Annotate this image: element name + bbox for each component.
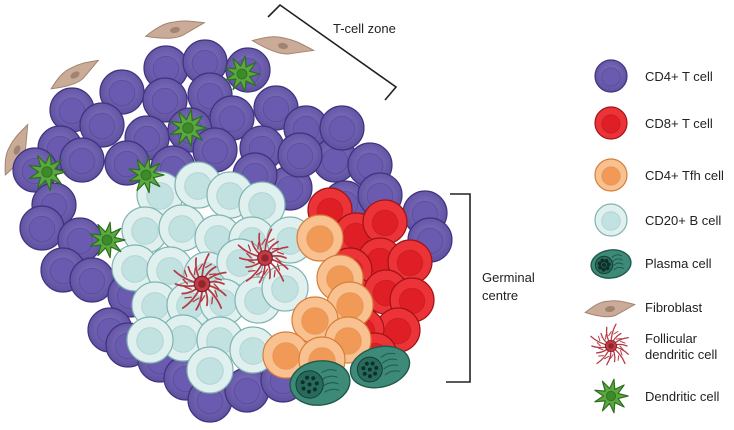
- cd4-t-cell: [59, 137, 105, 183]
- cd4-t-cell: [40, 247, 86, 293]
- plasma-cell: [590, 249, 632, 279]
- dendritic-cell: [594, 378, 629, 414]
- tfh-cell: [594, 158, 628, 192]
- follicular-dendritic-cell: [237, 228, 289, 284]
- cd8-t-cell: [594, 106, 628, 140]
- dendritic-cell: [169, 108, 208, 148]
- follicular-dendritic-layer: [173, 228, 289, 311]
- legend-cd20-b-cell: CD20+ B cell: [645, 213, 721, 228]
- legend-cd4-t-cell: CD4+ T cell: [645, 69, 713, 84]
- fibroblast: [251, 36, 316, 55]
- dendritic-cell-layer: [28, 55, 261, 259]
- dendritic-cell: [89, 221, 126, 259]
- legend-fibroblast: Fibroblast: [645, 300, 702, 315]
- b-cell: [186, 346, 234, 394]
- b-cell: [594, 203, 628, 237]
- cd4-t-cell: [69, 257, 115, 303]
- plasma-cell: [349, 345, 411, 389]
- germinal-centre-label-line2: centre: [482, 288, 518, 303]
- legend-follicular-line2: dendritic cell: [645, 347, 717, 362]
- legend-icons: [584, 59, 636, 414]
- follicular-dendritic-cell: [173, 253, 227, 311]
- dendritic-cell: [128, 156, 165, 194]
- legend: CD4+ T cell CD8+ T cell CD4+ Tfh cell CD…: [584, 59, 724, 414]
- fibroblast: [50, 59, 100, 90]
- legend-plasma-cell: Plasma cell: [645, 256, 712, 271]
- t-cell-zone-label: T-cell zone: [333, 21, 396, 36]
- cd4-t-cell: [277, 132, 323, 178]
- tfh-cell: [326, 281, 374, 329]
- tfh-cell: [262, 331, 310, 379]
- b-cell: [146, 246, 194, 294]
- plasma-cell-layer: [289, 345, 411, 406]
- cd4-t-cell: [142, 77, 188, 123]
- cd8-t-cell: [387, 239, 433, 285]
- cd8-t-cell: [362, 199, 408, 245]
- b-cell: [216, 238, 264, 286]
- cd4-t-cell: [209, 95, 255, 141]
- follicular-dendritic-cell: [590, 323, 629, 366]
- cd4-t-cell: [19, 205, 65, 251]
- b-cell: [261, 264, 309, 312]
- dendritic-cell: [224, 55, 261, 93]
- legend-cd4-tfh-cell: CD4+ Tfh cell: [645, 168, 724, 183]
- b-cell-layer: [111, 161, 314, 394]
- germinal-centre-label-line1: Germinal: [482, 270, 535, 285]
- plasma-cell: [289, 360, 351, 406]
- fibroblast: [144, 20, 206, 39]
- t-cell-zone-bracket: [267, 3, 398, 101]
- cd4-t-cell: [99, 69, 145, 115]
- b-cell: [126, 316, 174, 364]
- legend-follicular-line1: Follicular: [645, 331, 698, 346]
- legend-cd8-t-cell: CD8+ T cell: [645, 116, 713, 131]
- fibroblast-layer: [4, 20, 316, 176]
- tfh-cell: [296, 214, 344, 262]
- cd4-t-cell: [594, 59, 628, 93]
- legend-dendritic-cell: Dendritic cell: [645, 389, 720, 404]
- fibroblast: [584, 300, 636, 318]
- dendritic-cell: [28, 152, 67, 192]
- germinal-centre-bracket: [446, 193, 471, 383]
- cd4-t-cell: [319, 105, 365, 151]
- tfh-cell-layer: [262, 214, 374, 384]
- cd4-t-cell: [79, 102, 125, 148]
